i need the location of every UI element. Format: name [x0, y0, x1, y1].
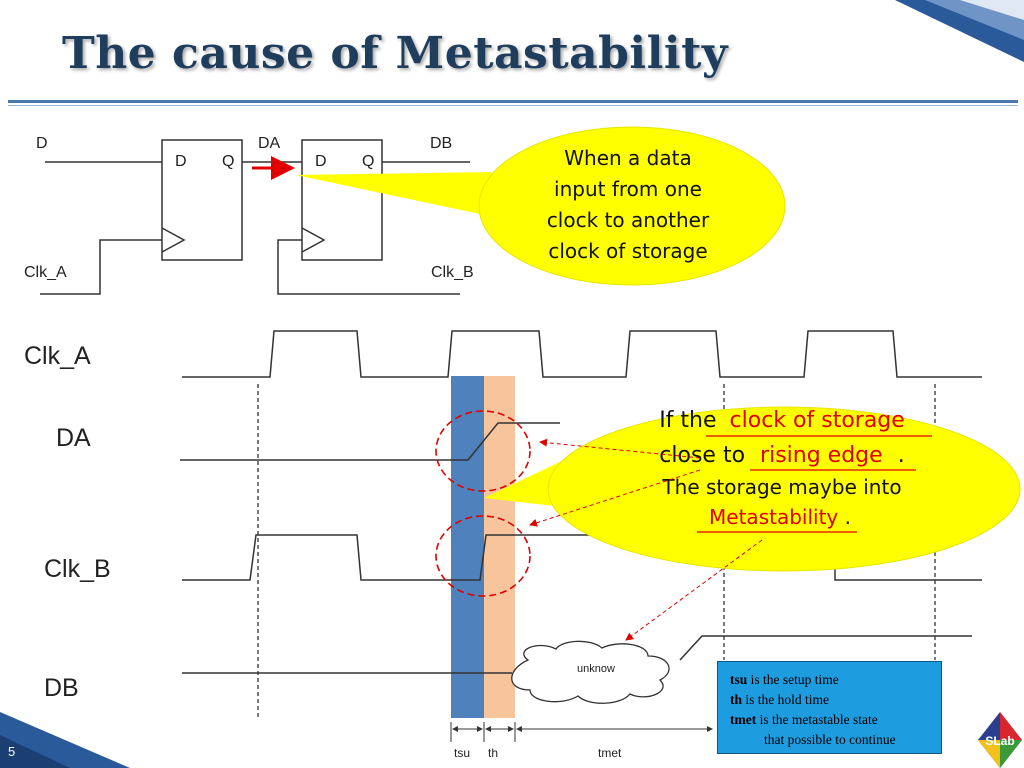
legend-text-th: is the hold time: [745, 692, 830, 707]
legend-box: tsu is the setup time th is the hold tim…: [717, 661, 942, 754]
callout-right-highlight-clock-of-storage: clock of storage: [730, 408, 905, 433]
callout-top-line-3: clock to another: [547, 208, 710, 232]
legend-term-tsu: tsu: [730, 672, 748, 687]
callout-right-line-2-prefix: close to: [659, 443, 745, 468]
label-db-output: DB: [430, 135, 452, 152]
label-da-node: DA: [258, 135, 281, 152]
legend-text-tmet: is the metastable state: [759, 712, 878, 727]
lab-logo-text: SLab: [985, 734, 1014, 748]
circuit-schematic: [40, 139, 470, 295]
callout-top-line-4: clock of storage: [548, 239, 707, 263]
legend-continuation: that possible to continue: [764, 732, 896, 747]
title-underline: [8, 100, 1018, 103]
page-number: 5: [8, 744, 16, 759]
unknown-state-cloud: unknow: [511, 640, 670, 704]
pointer-arrow-da-edge: [539, 438, 701, 459]
label-clk-b: Clk_B: [431, 264, 474, 281]
corner-decoration-bottom-left: [0, 712, 130, 768]
callout-right: If the clock of storage close to rising …: [484, 406, 1021, 572]
callout-right-line-1: If the clock of storage: [659, 408, 905, 433]
legend-item-tsu: tsu is the setup time: [730, 670, 935, 690]
pointer-arrow-clk-b-edge: [529, 469, 701, 527]
highlight-ring-da-edge: [435, 410, 531, 492]
label-d-input: D: [36, 135, 48, 152]
signal-label-clk-b: Clk_B: [44, 555, 111, 583]
callout-top: When a data input from one clock to anot…: [296, 126, 786, 286]
interval-label-tmet: tmet: [598, 746, 622, 760]
flipflop-1: [161, 139, 243, 261]
ff1-q-pin: Q: [222, 153, 234, 170]
waveform-db-resolved: [679, 635, 972, 661]
flipflop-2-clock-triangle: [301, 227, 326, 253]
callout-top-line-1: When a data: [564, 146, 691, 170]
highlight-ring-clk-b-edge: [435, 515, 531, 597]
label-clk-a: Clk_A: [24, 264, 67, 281]
cloud-label: unknow: [577, 663, 615, 675]
legend-text-tsu: is the setup time: [750, 672, 839, 687]
setup-time-band: [451, 376, 484, 718]
callout-right-line-3: The storage maybe into: [661, 475, 901, 499]
slide-title: The cause of Metastability: [62, 28, 728, 79]
callout-right-line-2: close to rising edge .: [659, 443, 904, 468]
signal-label-db: DB: [44, 674, 79, 702]
waveform-da: [180, 422, 560, 461]
legend-term-th: th: [730, 692, 743, 707]
ff1-d-pin: D: [175, 153, 187, 170]
wire-clk-b: [277, 239, 460, 295]
signal-label-clk-a: Clk_A: [24, 342, 91, 370]
callout-right-highlight-metastability: Metastability: [709, 505, 838, 529]
callout-right-line-4: Metastability .: [709, 505, 851, 529]
callout-right-line-1-prefix: If the: [659, 408, 716, 433]
callout-right-highlight-rising-edge: rising edge: [760, 443, 883, 468]
signal-label-da: DA: [56, 424, 91, 452]
corner-decoration-top-right: [895, 0, 1024, 62]
flipflop-2: [301, 139, 383, 261]
callout-right-line-4-suffix: .: [845, 505, 851, 529]
ff2-q-pin: Q: [362, 153, 374, 170]
title-underline-thin: [8, 105, 1018, 106]
waveform-clk-b: [182, 534, 590, 581]
hold-time-band: [484, 376, 515, 718]
pointer-arrow-unknown-state: [625, 539, 763, 641]
legend-term-tmet: tmet: [730, 712, 757, 727]
legend-item-tmet: tmet is the metastable state: [730, 710, 935, 730]
ff2-d-pin: D: [315, 153, 327, 170]
interval-label-th: th: [488, 746, 498, 760]
legend-item-th: th is the hold time: [730, 690, 935, 710]
callout-top-line-2: input from one: [554, 177, 702, 201]
interval-label-tsu: tsu: [454, 746, 470, 760]
callout-right-line-2-suffix: .: [898, 443, 905, 468]
flipflop-1-clock-triangle: [161, 227, 186, 253]
waveform-clk-a: [182, 330, 982, 378]
lab-logo: SLab: [978, 712, 1022, 768]
wire-clk-a: [40, 239, 162, 295]
